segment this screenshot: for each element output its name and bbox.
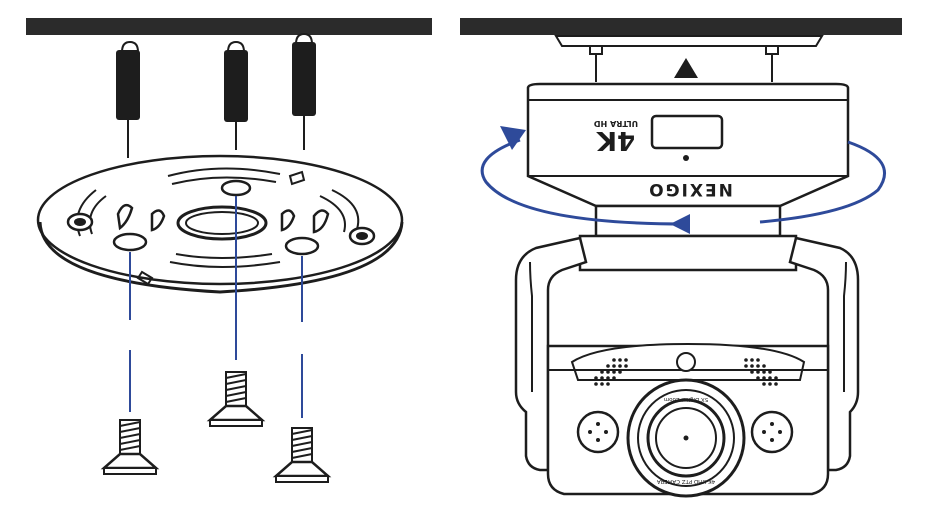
brand-logo: NEXIGO: [647, 179, 733, 199]
lens-label-top: 5X Digital Zoom: [664, 396, 708, 402]
indicator-led: [683, 155, 689, 161]
ceiling-bar-left: [26, 18, 432, 35]
screw: [272, 427, 332, 483]
ceiling-bar-right: [460, 18, 902, 35]
plate-boss: [66, 212, 94, 232]
badge-main: 4K: [596, 125, 635, 155]
screw: [100, 419, 160, 475]
lens-label-bottom: 4K UHD PTZ CAMERA: [657, 478, 716, 484]
badge-sub: ULTRA HD: [594, 119, 639, 128]
camera-lens: 5X Digital Zoom 4K UHD PTZ CAMERA: [626, 378, 746, 498]
camera-head: 5X Digital Zoom 4K UHD PTZ CAMERA: [546, 342, 830, 498]
sensor-icon: [676, 352, 696, 372]
rotation-arrow: [480, 126, 886, 234]
wall-anchor: [292, 32, 316, 150]
camera-base: 4K ULTRA HD NEXIGO: [526, 82, 850, 208]
status-window: [650, 114, 724, 150]
mic-grill-left: [594, 358, 628, 386]
speaker-right: [750, 410, 794, 454]
camera-arm-right: [788, 236, 860, 472]
up-arrow: [674, 58, 698, 78]
wall-anchor: [224, 40, 248, 150]
wall-anchor: [116, 40, 140, 158]
left-panel: [26, 18, 432, 483]
mounting-plate: [36, 154, 404, 294]
plate-boss: [348, 226, 376, 246]
camera-arm-left: [514, 236, 588, 472]
screw: [206, 371, 266, 427]
speaker-left: [576, 410, 620, 454]
right-panel: 4K ULTRA HD NEXIGO: [460, 18, 902, 498]
mount-plate-edge: [554, 35, 824, 82]
mic-grill-right: [744, 358, 778, 386]
